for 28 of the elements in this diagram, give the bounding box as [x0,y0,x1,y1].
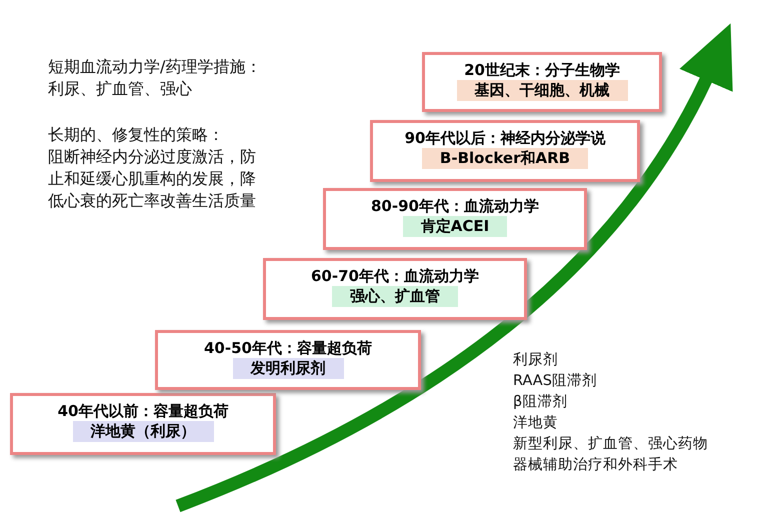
era-box [263,258,527,320]
treatment-highlight: 基因、干细胞、机械 [456,80,628,101]
era-heading: 90年代以后：神经内分泌学说 [404,129,606,148]
era-heading: 40-50年代：容量超负荷 [204,339,372,358]
era-heading: 80-90年代：血流动力学 [371,197,539,216]
therapy-item: 利尿剂 [513,350,558,370]
strategy-note: 短期血流动力学/药理学措施： [48,56,262,78]
era-box [155,330,421,390]
therapy-item: RAAS阻滞剂 [513,372,597,391]
strategy-note: 阻断神经内分泌过度激活，防止和延缓心肌重构的发展，降低心衰的死亡率改善生活质量 [48,146,257,212]
treatment-highlight: 发明利尿剂 [232,358,344,379]
era-heading: 60-70年代：血流动力学 [311,267,479,286]
therapy-item: 器械辅助治疗和外科手术 [513,456,678,475]
therapy-item: β阻滞剂 [513,392,568,412]
era-box [370,120,640,182]
treatment-highlight: 洋地黄（利尿） [72,421,214,442]
strategy-note: 长期的、修复性的策略： [48,124,225,146]
treatment-highlight: B-Blocker和ARB [422,148,588,169]
era-box [323,188,587,250]
treatment-highlight: 肯定ACEI [402,216,508,237]
era-box [422,52,662,112]
treatment-highlight: 强心、扩血管 [332,286,458,307]
era-heading: 40年代以前：容量超负荷 [58,402,228,421]
strategy-note: 利尿、扩血管、强心 [48,78,193,100]
era-heading: 20世纪末：分子生物学 [464,61,620,80]
therapy-item: 新型利尿、扩血管、强心药物 [513,434,708,454]
therapy-item: 洋地黄 [513,414,558,433]
era-box [10,393,276,455]
